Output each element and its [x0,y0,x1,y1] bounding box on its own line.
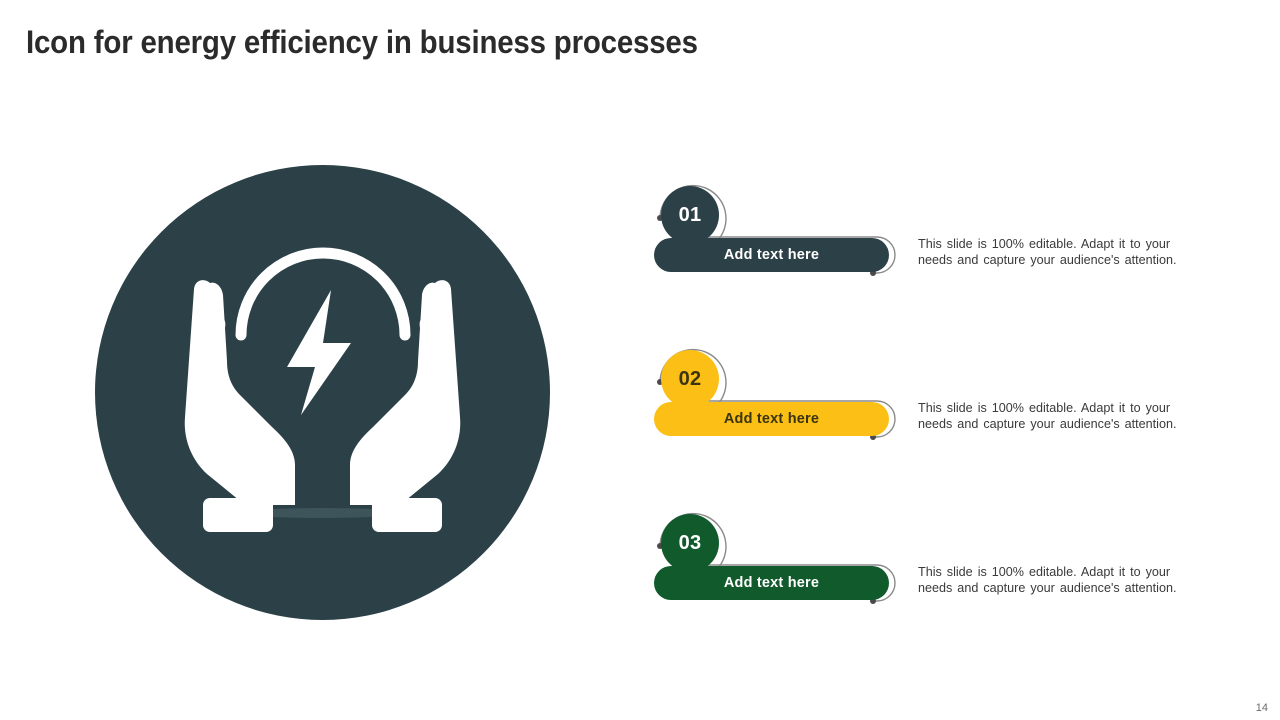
pill-outline-icon [672,400,896,438]
step-number-label: 01 [678,203,702,226]
step-number-badge-03[interactable]: 03 [661,514,719,572]
step-button-02[interactable]: Add text here [654,402,889,436]
energy-arc [235,247,411,341]
pill-outline-icon [672,236,896,274]
pill-outline-icon [672,564,896,602]
step-number-badge-01[interactable]: 01 [661,186,719,244]
hands-holding-energy-bolt-icon [184,247,461,532]
step-description-01: This slide is 100% editable. Adapt it to… [918,237,1177,267]
page-title: Icon for energy efficiency in business p… [26,24,698,60]
step-button-03[interactable]: Add text here [654,566,889,600]
energy-icon-block [95,165,550,620]
icon-shadow [239,508,403,518]
step-number-label: 02 [678,367,702,390]
right-hand [350,280,461,532]
page-number: 14 [1255,702,1268,714]
step-number-badge-02[interactable]: 02 [661,350,719,408]
step-button-label: Add text here [723,575,820,591]
step-number-label: 03 [678,531,702,554]
step-button-label: Add text here [723,247,820,263]
step-button-label: Add text here [723,411,820,427]
step-description-02: This slide is 100% editable. Adapt it to… [918,401,1177,431]
icon-background-circle [95,165,550,620]
step-description-03: This slide is 100% editable. Adapt it to… [918,565,1177,595]
steps-list: 01 Add text here This slide is 100% edit… [652,178,1252,628]
step-item-02: 02 Add text here This slide is 100% edit… [652,342,1252,462]
lightning-bolt-shape [287,290,351,415]
step-button-01[interactable]: Add text here [654,238,889,272]
step-item-01: 01 Add text here This slide is 100% edit… [652,178,1252,298]
step-item-03: 03 Add text here This slide is 100% edit… [652,506,1252,626]
left-hand [184,280,295,532]
